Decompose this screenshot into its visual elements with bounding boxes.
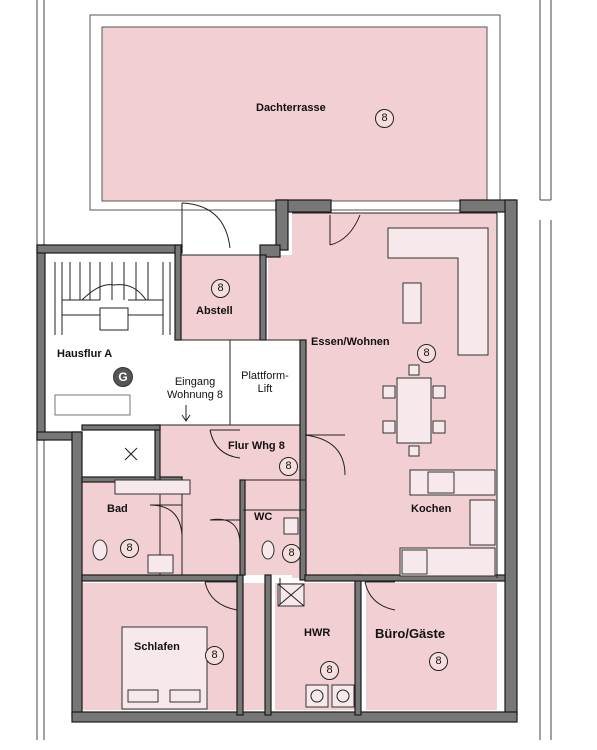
room-fills	[82, 213, 497, 710]
room-number-flur: 8	[279, 457, 298, 476]
eingang-line-1: Eingang	[174, 376, 216, 388]
room-label-schlafen: Schlafen	[134, 641, 180, 653]
room-label-buero-gaeste: Büro/Gäste	[375, 626, 446, 641]
room-number-schlafen: 8	[205, 646, 224, 665]
eingang-line-2: Wohnung 8	[166, 389, 224, 401]
room-label-hwr: HWR	[304, 627, 331, 639]
room-label-essen-wohnen: Essen/Wohnen	[311, 336, 390, 348]
room-label-abstell: Abstell	[196, 305, 233, 317]
room-number-dachterrasse: 8	[375, 109, 394, 128]
room-number-bad: 8	[120, 539, 139, 558]
walls	[36, 199, 518, 723]
light-zones	[82, 432, 155, 477]
room-label-kochen: Kochen	[411, 503, 452, 515]
stairwell-g-badge: G	[113, 367, 133, 387]
room-label-eingang: Eingang Wohnung 8	[155, 376, 235, 402]
room-number-hwr: 8	[320, 661, 339, 680]
room-label-dachterrasse: Dachterrasse	[256, 102, 326, 114]
room-label-plattform-lift: Plattform- Lift	[232, 370, 298, 396]
terrace-area	[89, 14, 501, 211]
thin-lines	[159, 212, 498, 578]
room-number-buero-gaeste: 8	[429, 652, 448, 671]
plattform-line-2: Lift	[257, 383, 273, 395]
room-number-abstell: 8	[211, 279, 230, 298]
room-label-bad: Bad	[107, 503, 128, 515]
room-label-flur: Flur Whg 8	[228, 440, 285, 452]
plattform-line-1: Plattform-	[241, 370, 289, 382]
room-number-wc: 8	[282, 544, 301, 563]
symbols	[124, 405, 350, 703]
room-label-hausflur: Hausflur A	[57, 348, 113, 360]
room-number-essen-wohnen: 8	[417, 344, 436, 363]
furniture	[92, 227, 496, 710]
stairwell	[45, 255, 300, 425]
room-label-wc: WC	[254, 511, 273, 523]
doors	[149, 202, 396, 611]
site-lines	[36, 0, 552, 740]
